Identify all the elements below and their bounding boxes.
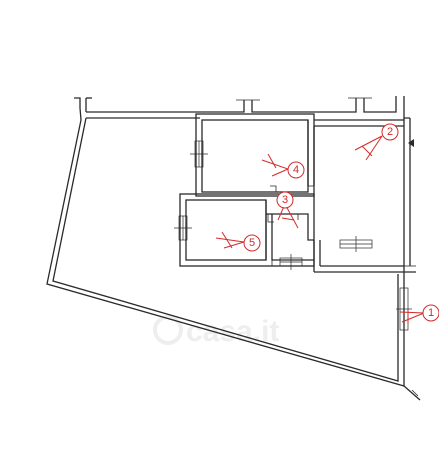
window-room-5 — [174, 215, 192, 241]
window-bottom — [279, 254, 303, 270]
window-room-2 — [339, 236, 373, 252]
camera-4-label: 4 — [293, 164, 299, 176]
camera-4-circle — [287, 161, 305, 179]
camera-1-label: 1 — [428, 307, 434, 319]
window-right — [396, 287, 412, 331]
camera-marker-4: 4 — [261, 153, 305, 179]
camera-marker-3: 3 — [276, 191, 299, 229]
camera-3-circle — [276, 191, 294, 209]
camera-2-circle — [381, 123, 399, 141]
top-wall — [74, 96, 410, 119]
camera-marker-2: 2 — [354, 123, 399, 161]
camera-1-circle — [422, 304, 439, 322]
windows — [174, 140, 412, 331]
camera-marker-1: 1 — [399, 304, 439, 324]
camera-5-label: 5 — [249, 237, 255, 249]
window-room-4 — [190, 140, 208, 168]
camera-marker-5: 5 — [215, 231, 261, 252]
camera-5-circle — [243, 234, 261, 252]
right-wall — [403, 118, 416, 272]
camera-2-label: 2 — [387, 126, 393, 138]
camera-3-label: 3 — [282, 194, 288, 206]
door-stubs — [267, 185, 299, 223]
room-5 — [179, 193, 315, 267]
entry-arrow-icon — [408, 139, 414, 147]
outer-wall — [46, 107, 421, 401]
